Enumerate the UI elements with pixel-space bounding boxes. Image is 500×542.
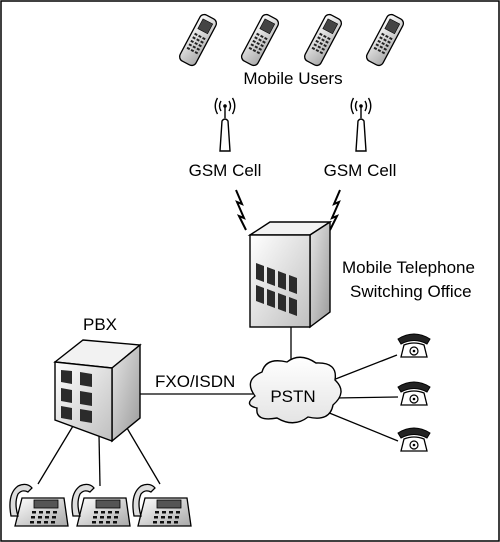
pstn-phone-link bbox=[321, 409, 399, 442]
pstn-label: PSTN bbox=[270, 387, 315, 406]
mobile-users-label: Mobile Users bbox=[243, 69, 342, 88]
pstn-phone-link bbox=[332, 354, 398, 381]
fxo-isdn-label: FXO/ISDN bbox=[155, 372, 235, 391]
lightning-icon bbox=[235, 189, 247, 231]
cell-tower-icon bbox=[350, 97, 372, 152]
mtso-label-line2: Switching Office bbox=[350, 282, 472, 301]
pbx-label: PBX bbox=[83, 315, 117, 334]
desk-phone-icon bbox=[397, 427, 431, 452]
ip-phone-icon bbox=[132, 483, 192, 527]
mtso-label-line1: Mobile Telephone bbox=[342, 258, 475, 277]
building-icon bbox=[53, 339, 142, 443]
ip-phone-icon bbox=[9, 483, 69, 527]
lightning-icon bbox=[329, 189, 341, 231]
pbx-phone-link bbox=[37, 425, 74, 485]
mobile-phone-icon bbox=[239, 12, 281, 68]
gsm-cell-left-label: GSM Cell bbox=[189, 161, 262, 180]
desk-phone-icon bbox=[397, 381, 431, 406]
ip-phone-icon bbox=[71, 483, 131, 527]
mobile-phone-icon bbox=[302, 12, 344, 68]
building-icon bbox=[247, 220, 333, 329]
pbx-phone-link bbox=[123, 422, 161, 485]
gsm-cell-right-label: GSM Cell bbox=[324, 161, 397, 180]
cloud-icon bbox=[248, 356, 342, 424]
mobile-phone-icon bbox=[364, 12, 406, 68]
pstn-phone-link bbox=[334, 396, 399, 399]
cell-tower-icon bbox=[214, 97, 236, 152]
pbx-phone-link bbox=[98, 434, 101, 487]
desk-phone-icon bbox=[397, 333, 431, 358]
mobile-phone-icon bbox=[177, 12, 219, 68]
